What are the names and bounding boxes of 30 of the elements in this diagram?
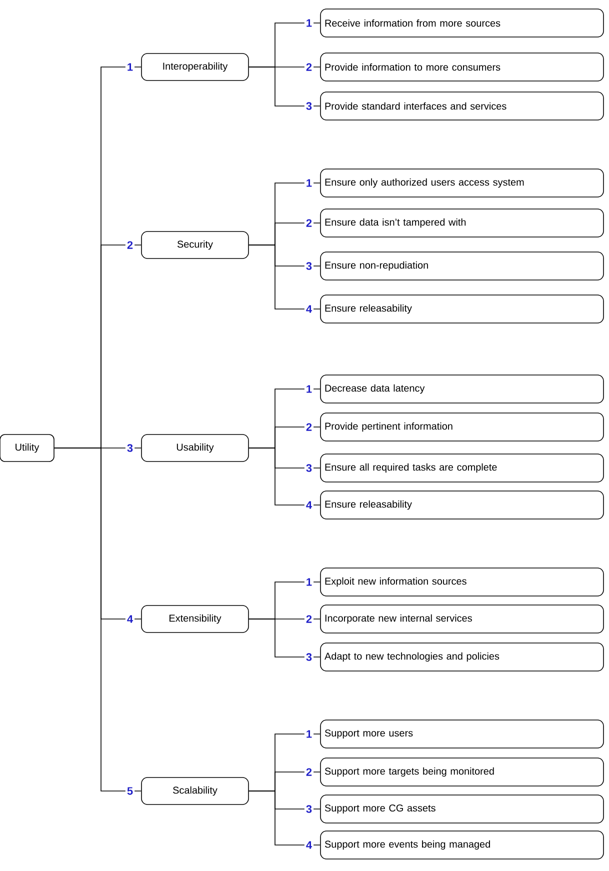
item-box: Provide pertinent information [320,412,604,442]
item-box: Ensure all required tasks are complete [320,454,604,482]
item-box: Provide information to more consumers [320,52,604,82]
item-box: Decrease data latency [320,374,604,404]
root-box: Utility [0,434,54,462]
category-box: Interoperability [141,53,249,81]
item-box: Ensure only authorized users access system [320,168,604,198]
item-box: Receive information from more sources [320,8,604,38]
category-box: Security [141,231,249,259]
item-box: Adapt to new technologies and policies [320,642,604,672]
item-box: Ensure releasability [320,490,604,520]
connector-line [248,448,320,506]
connector-line [54,448,142,792]
item-box: Provide standard interfaces and services [320,92,604,120]
connector-line [248,66,320,106]
item-box: Exploit new information sources [320,568,604,596]
category-box: Scalability [141,777,249,805]
connector-line [248,618,320,658]
item-box: Support more targets being monitored [320,758,604,786]
item-box: Incorporate new internal services [320,604,604,634]
item-box: Support more events being managed [320,830,604,860]
connector-line [248,244,320,310]
item-box: Support more users [320,720,604,748]
connector-line [248,790,320,846]
item-box: Support more CG assets [320,794,604,824]
item-box: Ensure non-repudiation [320,252,604,280]
item-box: Ensure data isn’t tampered with [320,208,604,238]
item-box: Ensure releasability [320,294,604,324]
category-box: Extensibility [141,605,249,633]
category-box: Usability [141,434,249,462]
